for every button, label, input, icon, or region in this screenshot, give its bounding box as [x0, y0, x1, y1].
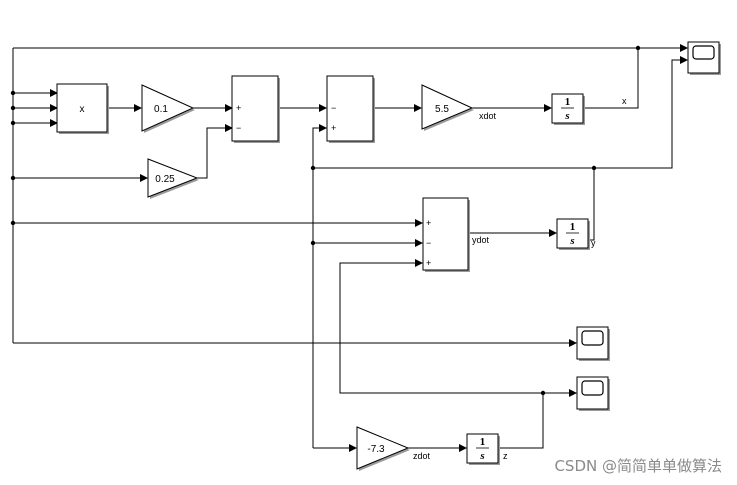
wire-int-z-out: [498, 393, 544, 449]
integrator-block-x[interactable]: 1 s: [551, 93, 585, 125]
integrator-block-y[interactable]: 1 s: [556, 218, 590, 250]
wire-y-to-scope-1: [594, 56, 688, 169]
gain-block-neg-7-3[interactable]: -7.3: [356, 426, 410, 471]
integrator-denominator: s: [479, 450, 484, 462]
wire-gain025-to-sum1: [197, 124, 233, 179]
sum-port-minus: −: [236, 123, 241, 133]
wires: [12, 44, 688, 452]
integrator-block-z[interactable]: 1 s: [466, 433, 500, 465]
gain-label: 0.1: [154, 104, 168, 115]
wire-y-to-sum2: [312, 124, 327, 168]
fcn-block-x[interactable]: x: [56, 83, 109, 134]
integrator-numerator: 1: [570, 221, 576, 233]
junction-dot: [10, 105, 16, 111]
sum-port-minus: −: [331, 103, 336, 113]
sum-port-plus: +: [426, 218, 431, 228]
junction-dot: [310, 165, 316, 171]
sum-block-2[interactable]: − +: [326, 75, 375, 143]
junction-dot: [635, 45, 641, 51]
scope-screen-icon: [581, 380, 604, 396]
wire-z-to-sum3-plus: [339, 259, 543, 394]
junction-dot: [10, 220, 16, 226]
signal-label-y: y: [591, 238, 596, 248]
gain-label: 0.25: [155, 174, 175, 185]
wire-int-x-out: [583, 48, 639, 109]
junction-dot: [591, 165, 597, 171]
sum-block-1[interactable]: + −: [231, 75, 280, 143]
signal-label-ydot: ydot: [472, 235, 490, 245]
sum-port-plus: +: [236, 103, 241, 113]
gain-label: -7.3: [367, 444, 385, 455]
integrator-numerator: 1: [480, 436, 486, 448]
wire-y-feedback: [313, 167, 595, 241]
integrator-denominator: s: [569, 235, 574, 247]
gain-block-0-25[interactable]: 0.25: [147, 158, 199, 199]
junction-dot: [10, 90, 16, 96]
integrator-numerator: 1: [565, 96, 571, 108]
junction-dot: [10, 120, 16, 126]
signal-label-xdot: xdot: [479, 111, 497, 121]
scope-block-1[interactable]: [687, 41, 721, 75]
junction-dot: [310, 240, 316, 246]
sum-port-plus: +: [331, 123, 336, 133]
watermark: CSDN @简简单单做算法: [554, 457, 722, 475]
gain-block-0-1[interactable]: 0.1: [141, 84, 195, 133]
scope-block-3[interactable]: [576, 376, 610, 411]
junction-dot: [540, 390, 546, 396]
gain-label: 5.5: [435, 104, 449, 115]
signal-label-z: z: [503, 451, 508, 461]
scope-block-2[interactable]: [576, 326, 610, 361]
signal-label-zdot: zdot: [413, 451, 431, 461]
scope-screen-icon: [581, 330, 604, 346]
sum-port-plus: +: [426, 258, 431, 268]
gain-block-5-5[interactable]: 5.5: [421, 84, 474, 131]
fcn-block-label: x: [80, 104, 85, 115]
scope-screen-icon: [692, 45, 715, 60]
signal-label-x: x: [622, 96, 627, 106]
junction-dots: [10, 45, 641, 396]
junction-dot: [10, 175, 16, 181]
sum-port-minus: −: [426, 238, 431, 248]
sum-block-3[interactable]: + − +: [422, 197, 470, 272]
integrator-denominator: s: [564, 110, 569, 122]
